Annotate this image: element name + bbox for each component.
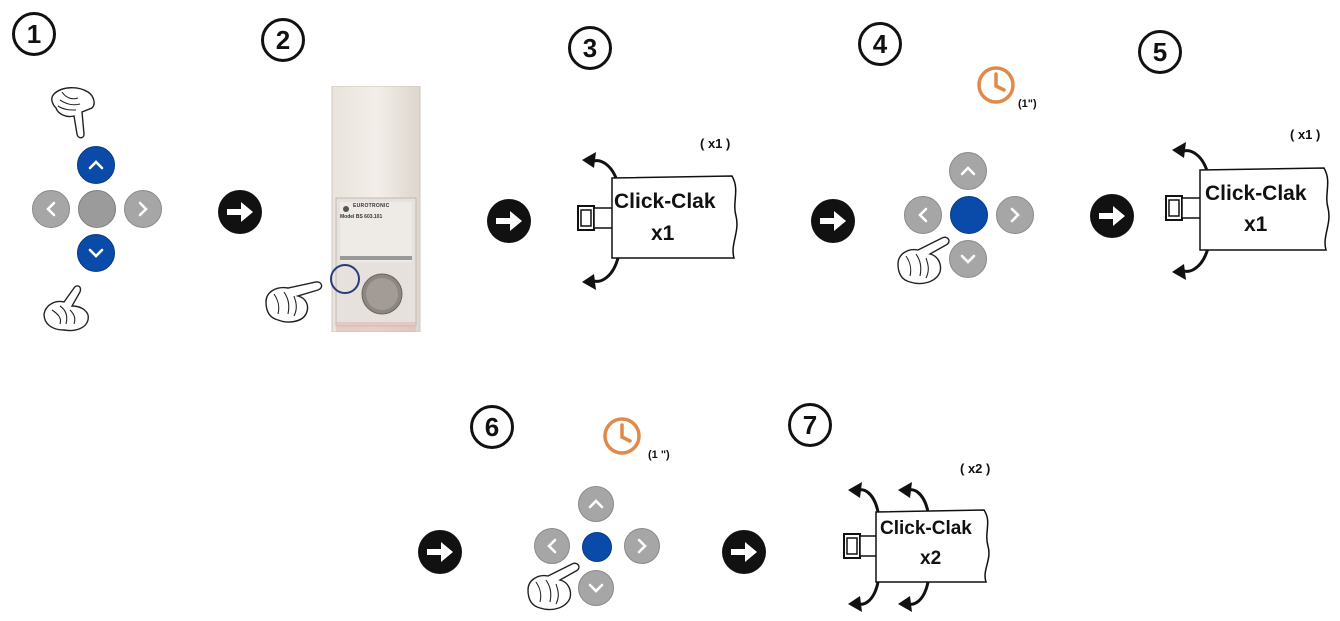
arrow-right-icon [218,190,262,234]
dpad-step-6 [532,486,662,608]
click-clak-card-step-3 [577,152,738,290]
up-button[interactable] [77,146,115,184]
clock-icon [977,66,1015,104]
down-button[interactable] [578,570,614,606]
repeat-count-label: ( x2 ) [960,461,991,476]
right-button[interactable] [124,190,162,228]
arrow-right-icon [487,199,531,243]
card-count: x1 [651,222,675,245]
hold-duration-label: (1 ") [648,449,670,461]
center-button[interactable] [78,190,116,228]
up-button[interactable] [578,486,614,522]
down-button[interactable] [77,234,115,272]
chevron-down-icon [588,583,604,593]
step-2-badge: 2 [261,18,305,62]
hand-pointing-icon [51,87,95,139]
chevron-left-icon [46,201,56,217]
step-7-badge: 7 [788,403,832,447]
hand-pointing-icon [265,281,323,323]
chevron-right-icon [138,201,148,217]
card-title: Click-Clak [880,518,972,539]
chevron-up-icon [960,166,976,176]
chevron-up-icon [88,160,104,170]
thermostat-back-photo [330,85,422,333]
arrow-right-icon [1090,194,1134,238]
step-5-badge: 5 [1138,30,1182,74]
step-6-badge: 6 [470,405,514,449]
step-1-badge: 1 [12,12,56,56]
card-title: Click-Clak [614,190,716,213]
right-button[interactable] [996,196,1034,234]
up-button[interactable] [949,152,987,190]
dpad-step-1 [30,144,164,274]
hand-pointing-icon [43,285,89,332]
device-brand-label: EUROTRONIC [353,203,390,209]
arrow-right-icon [722,530,766,574]
click-clak-card-step-7 [843,482,990,612]
left-button[interactable] [904,196,942,234]
chevron-left-icon [547,538,557,554]
chevron-down-icon [960,254,976,264]
step-4-badge: 4 [858,22,902,66]
chevron-right-icon [1010,207,1020,223]
hold-duration-label: (1") [1018,98,1037,110]
center-button[interactable] [582,532,612,562]
arrow-right-icon [811,199,855,243]
clock-icon [603,417,641,455]
down-button[interactable] [949,240,987,278]
device-model-label: Model BS 603.101 [340,214,383,220]
right-button[interactable] [624,528,660,564]
click-clak-card-step-5 [1165,142,1330,280]
center-button[interactable] [950,196,988,234]
reset-button-highlight[interactable] [330,264,360,294]
chevron-down-icon [88,248,104,258]
card-count: x2 [920,548,942,569]
arrow-right-icon [418,530,462,574]
left-button[interactable] [32,190,70,228]
dpad-step-4 [902,150,1036,280]
chevron-left-icon [918,207,928,223]
hand-pointing-icon [897,236,950,285]
hand-pointing-icon [527,562,580,611]
chevron-right-icon [637,538,647,554]
card-count: x1 [1244,213,1268,236]
repeat-count-label: ( x1 ) [700,136,731,151]
left-button[interactable] [534,528,570,564]
card-title: Click-Clak [1205,182,1307,205]
step-3-badge: 3 [568,26,612,70]
repeat-count-label: ( x1 ) [1290,127,1321,142]
chevron-up-icon [588,499,604,509]
